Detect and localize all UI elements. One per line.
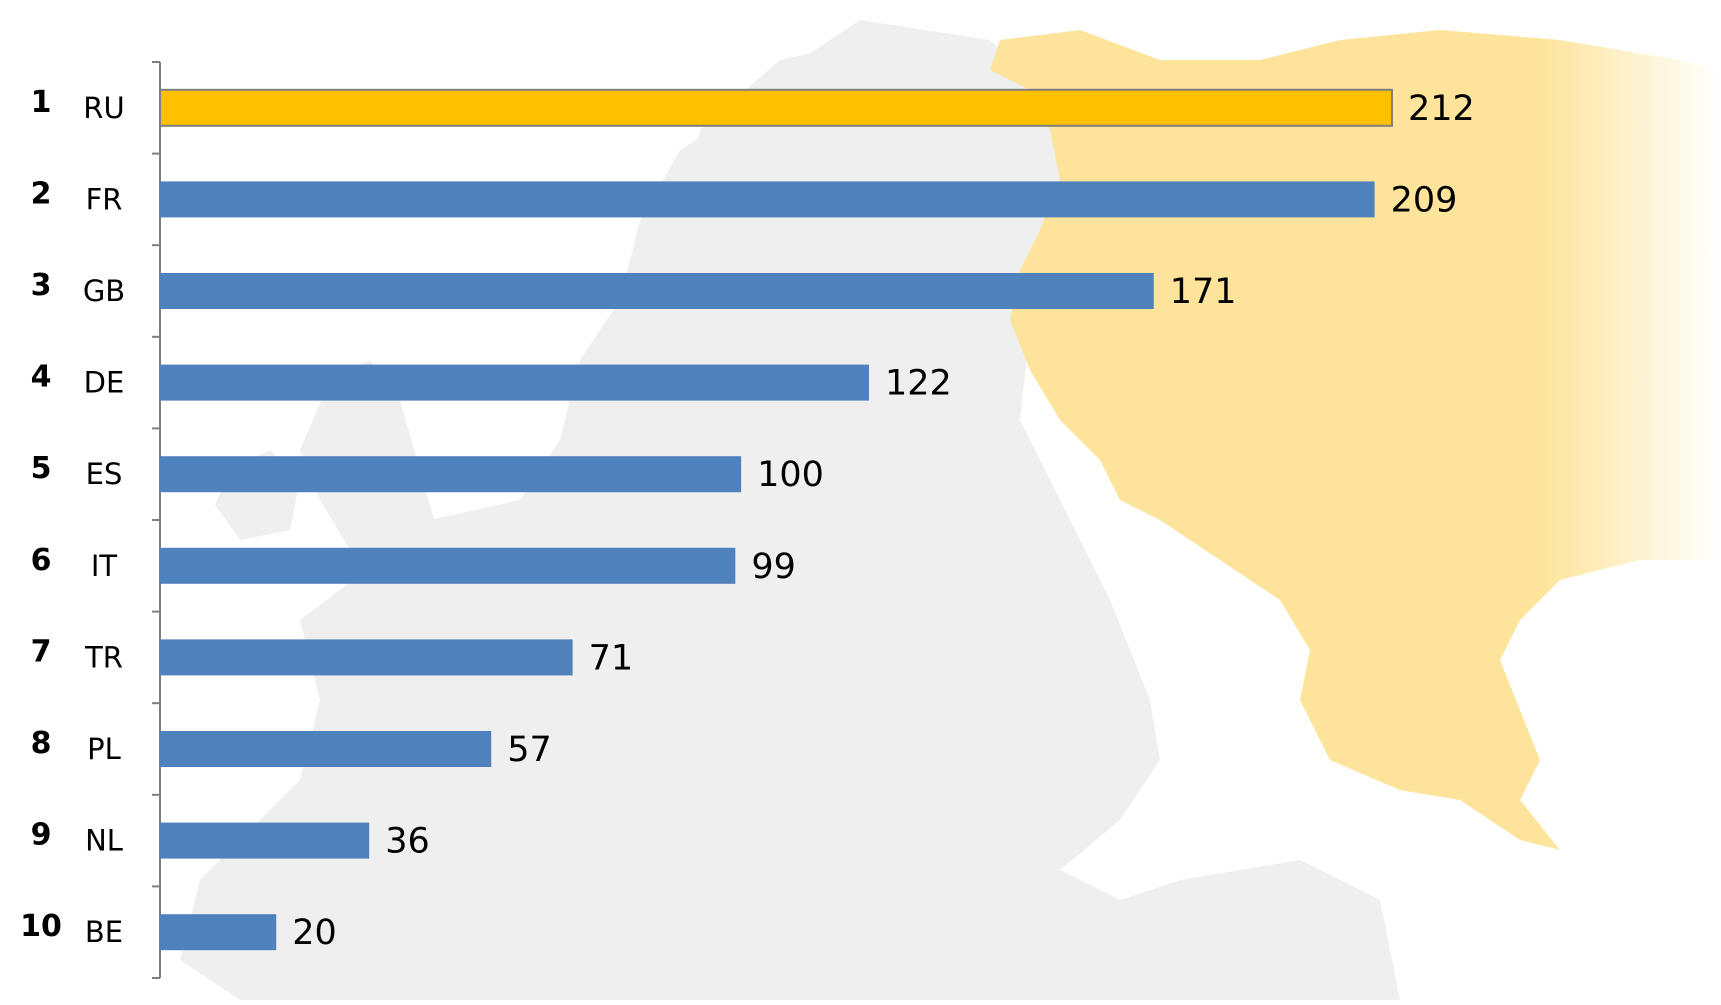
rank-label: 3: [31, 268, 52, 303]
category-label-fr: FR: [86, 182, 123, 216]
rank-label: 4: [31, 360, 52, 395]
bar-gb: [160, 273, 1154, 309]
category-label-nl: NL: [85, 824, 123, 858]
rank-label: 6: [31, 543, 52, 578]
bar-ru: [159, 88, 1393, 127]
axis-ticks: [152, 61, 160, 979]
category-label-tr: TR: [84, 640, 123, 674]
rank-label: 2: [31, 176, 52, 211]
category-label-de: DE: [84, 366, 125, 400]
value-label-pl: 57: [507, 730, 552, 770]
rank-labels: 1 2 3 4 5 6 7 8 9 10: [20, 85, 62, 944]
bar-es: [160, 456, 742, 493]
rank-label: 9: [31, 818, 52, 853]
bar-fr: [160, 181, 1375, 218]
rank-label: 7: [31, 634, 52, 669]
value-label-tr: 71: [589, 638, 634, 678]
bars: [159, 88, 1393, 951]
rank-label: 8: [31, 726, 52, 761]
value-label-fr: 209: [1391, 180, 1458, 220]
value-label-es: 100: [757, 455, 824, 495]
category-labels: RU FR GB DE ES IT TR PL NL BE: [83, 91, 125, 949]
value-label-de: 122: [885, 364, 952, 404]
rank-label: 1: [31, 85, 52, 120]
rank-label: 5: [31, 451, 52, 486]
bar-de: [160, 364, 869, 401]
category-axis: [152, 61, 161, 979]
category-label-es: ES: [86, 457, 123, 491]
category-label-be: BE: [85, 915, 123, 949]
map-region-russia: [990, 30, 1721, 850]
bar-it: [160, 547, 736, 584]
value-label-gb: 171: [1170, 272, 1237, 312]
bar-be: [160, 914, 277, 951]
category-label-gb: GB: [83, 274, 125, 308]
value-label-nl: 36: [385, 822, 430, 862]
category-label-it: IT: [91, 549, 118, 583]
category-label-ru: RU: [83, 91, 124, 125]
bar-pl: [160, 731, 492, 767]
rank-label: 10: [20, 909, 62, 944]
bar-nl: [160, 822, 370, 859]
value-label-ru: 212: [1408, 89, 1475, 129]
category-label-pl: PL: [87, 732, 121, 766]
value-labels: 212 209 171 122 100 99 71 57 36 20: [292, 89, 1475, 953]
value-label-be: 20: [292, 913, 337, 953]
value-label-it: 99: [751, 547, 796, 587]
bar-tr: [160, 639, 573, 676]
